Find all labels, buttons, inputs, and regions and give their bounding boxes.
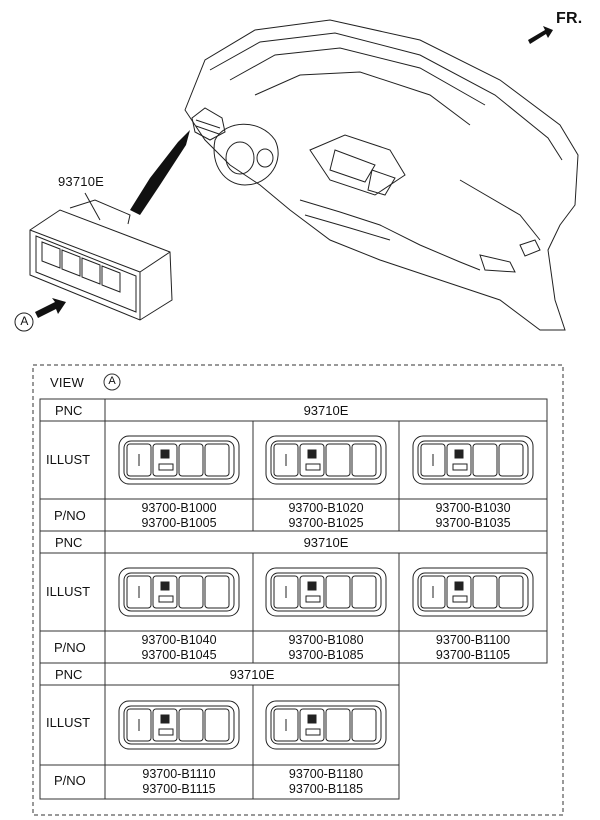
switch-panel-illustration [118, 567, 240, 617]
switch-panel-illustration [265, 435, 387, 485]
row-label-pnc-1: PNC [55, 403, 83, 418]
view-marker-top: A [20, 314, 29, 328]
row-label-illust-3: ILLUST [46, 715, 91, 730]
row-label-pno-3: P/NO [54, 773, 86, 788]
dashboard-illustration [14, 19, 579, 332]
row-label-pno-1: P/NO [54, 508, 86, 523]
part-callout-label: 93710E [58, 174, 105, 189]
switch-panel-illustration [265, 700, 387, 750]
row-label-illust-2: ILLUST [46, 584, 91, 599]
row-label-pno-2: P/NO [54, 640, 86, 655]
view-marker-table: A [108, 375, 116, 387]
switch-panel-illustration [265, 567, 387, 617]
switch-panel-illustration [118, 435, 240, 485]
pnc-value-3: 93710E [229, 667, 275, 682]
front-direction-label: FR. [556, 10, 583, 27]
row-label-illust-1: ILLUST [46, 452, 91, 467]
pnc-value-2: 93710E [303, 535, 349, 550]
switch-panel-illustration [412, 435, 534, 485]
switch-panel-illustration [118, 700, 240, 750]
switch-panel-illustration [412, 567, 534, 617]
pnc-value-1: 93710E [303, 403, 349, 418]
row-label-pnc-2: PNC [55, 535, 83, 550]
view-title: VIEW [50, 375, 85, 390]
row-label-pnc-3: PNC [55, 667, 83, 682]
